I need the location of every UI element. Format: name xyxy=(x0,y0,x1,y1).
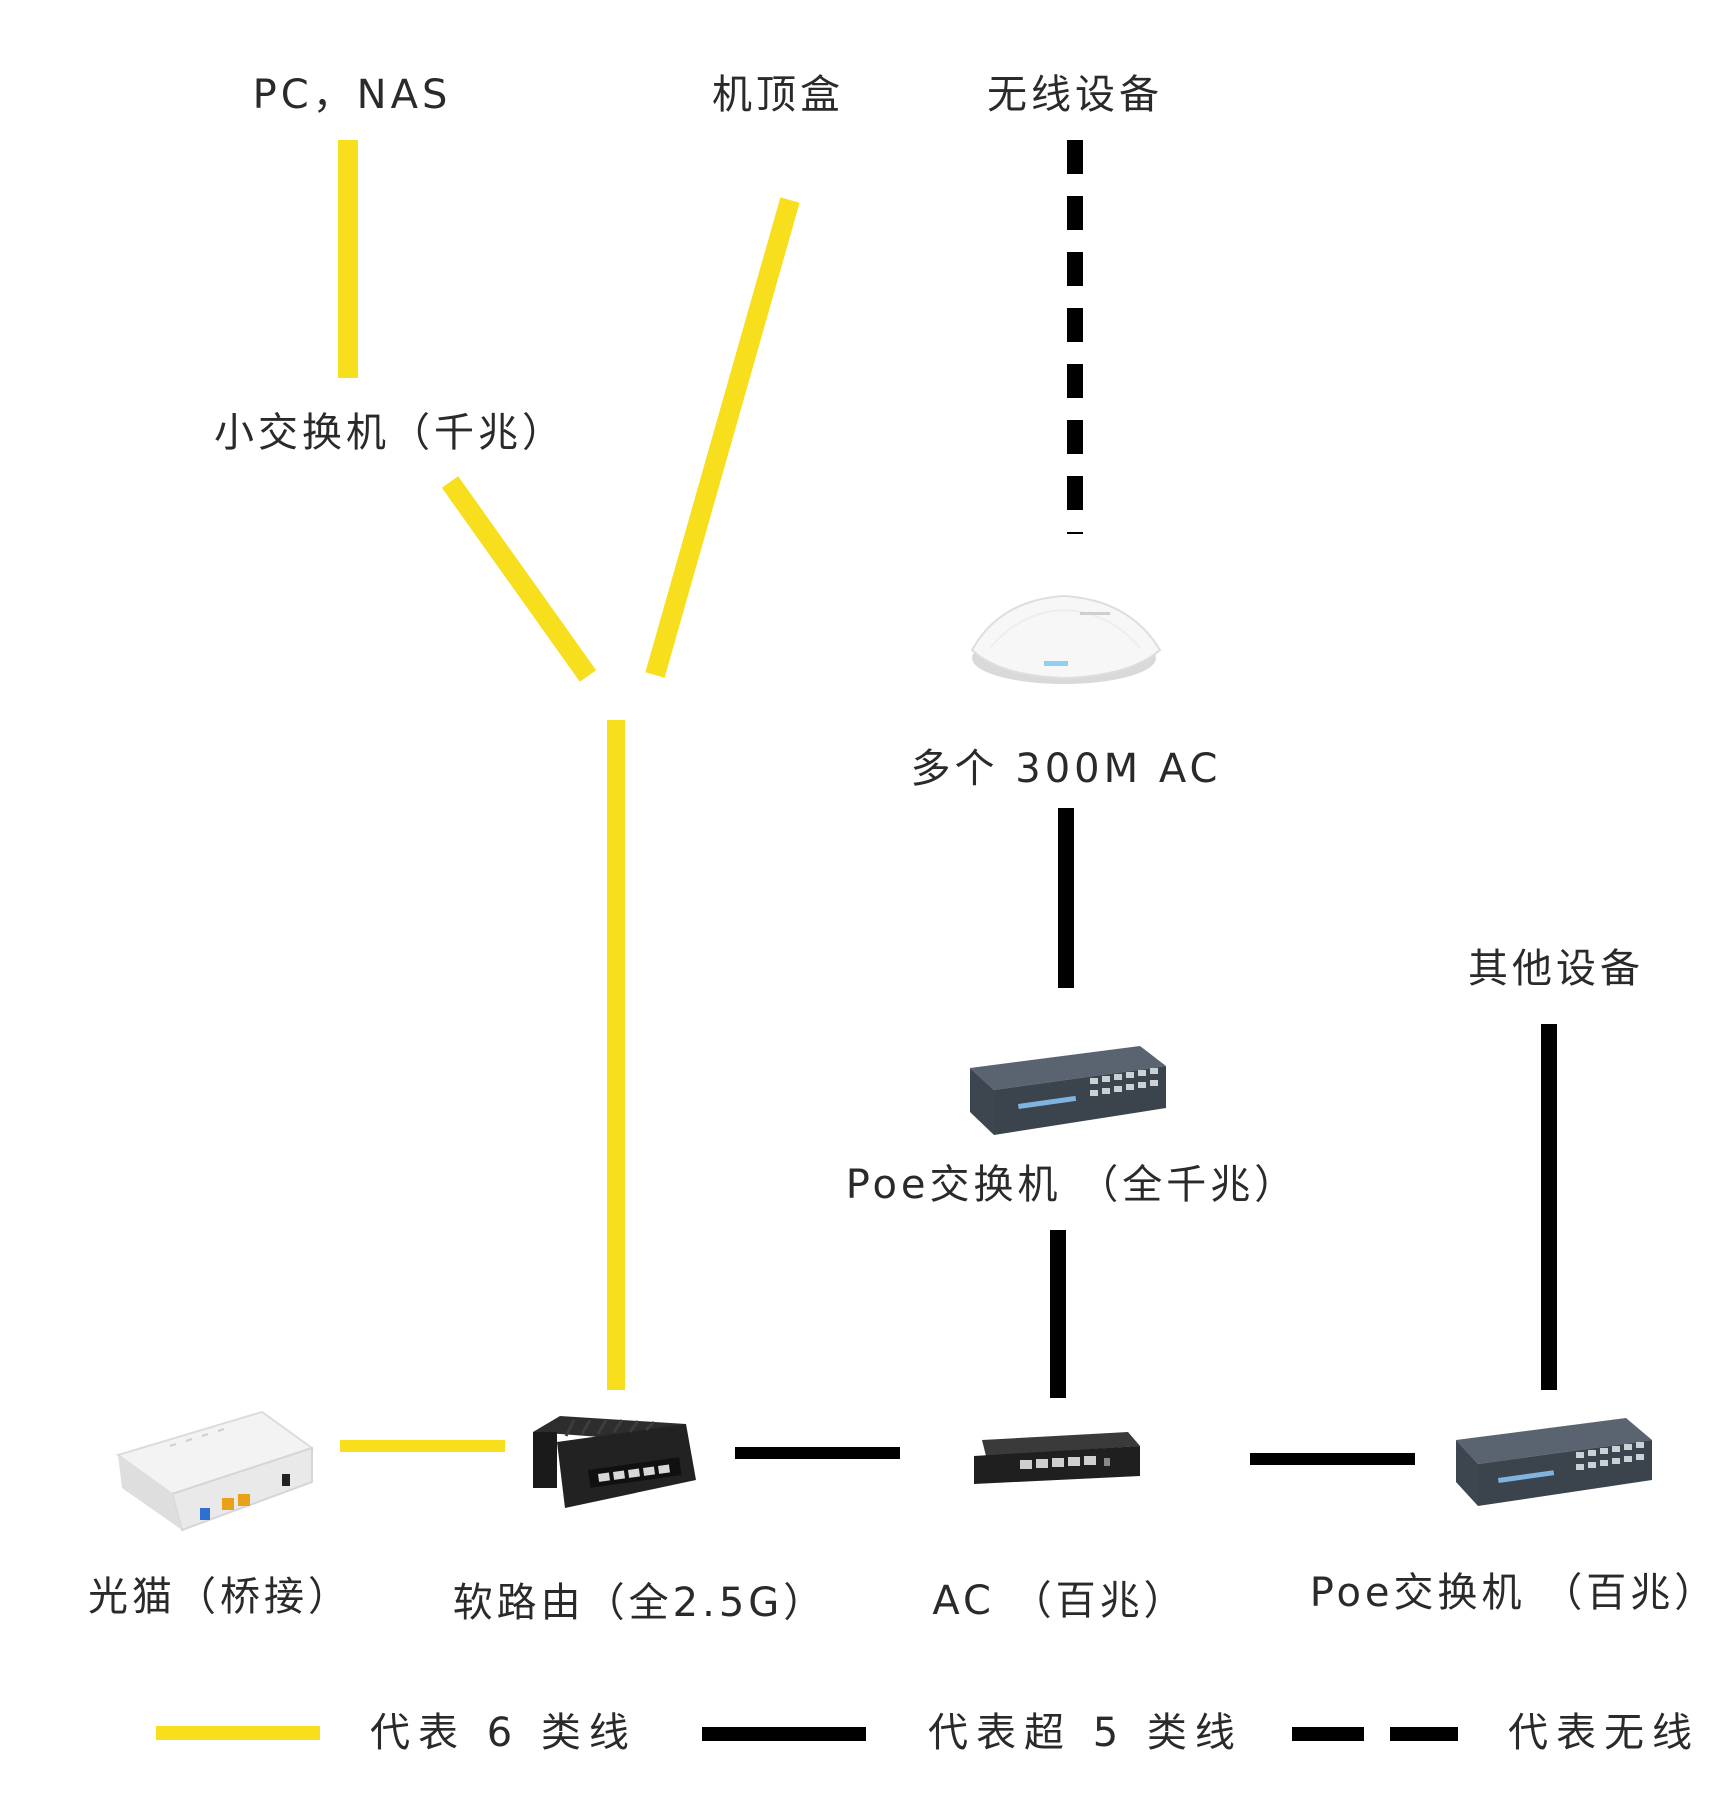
link-small-switch-to-junction xyxy=(441,476,597,682)
soft-router-icon xyxy=(533,1416,696,1508)
legend-label-wireless: 代表无线 xyxy=(1508,1710,1700,1756)
label-set-top-box: 机顶盒 xyxy=(712,72,844,118)
legend-label-cat5e: 代表超 5 类线 xyxy=(928,1710,1243,1756)
label-poe-switch-100m: Poe交换机 （百兆） xyxy=(1310,1570,1719,1616)
label-pc-nas: PC，NAS xyxy=(253,72,452,118)
ceiling-ap-icon xyxy=(970,594,1162,684)
label-poe-switch-gigabit: Poe交换机 （全千兆） xyxy=(846,1162,1299,1208)
label-wireless-devices: 无线设备 xyxy=(987,72,1163,118)
label-modem: 光猫（桥接） xyxy=(88,1574,352,1620)
poe-switch-icon-100m xyxy=(1456,1418,1652,1506)
ac-controller-icon xyxy=(974,1432,1140,1484)
cat6-links xyxy=(338,140,800,1452)
legend: 代表 6 类线 代表超 5 类线 代表无线 xyxy=(156,1710,1700,1756)
optical-modem-icon xyxy=(115,1410,315,1532)
label-ap: 多个 300M AC xyxy=(911,746,1222,792)
label-ac: AC （百兆） xyxy=(932,1578,1187,1624)
cat5e-links xyxy=(735,808,1557,1465)
label-small-switch: 小交换机（千兆） xyxy=(214,410,566,456)
link-junction-to-set-top-box xyxy=(645,197,800,678)
poe-switch-icon-gigabit xyxy=(970,1046,1166,1135)
legend-label-cat6: 代表 6 类线 xyxy=(370,1710,637,1756)
label-other-devices: 其他设备 xyxy=(1468,946,1644,992)
label-soft-router: 软路由（全2.5G） xyxy=(453,1580,828,1626)
